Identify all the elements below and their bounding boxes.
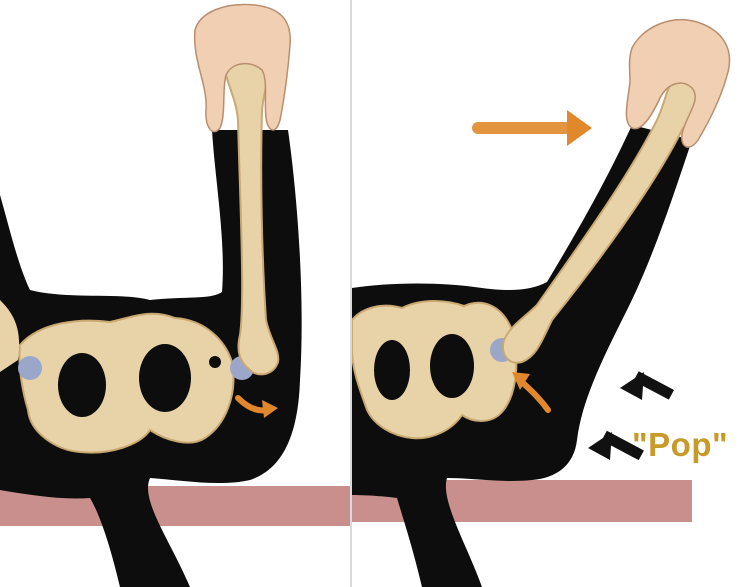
diagram-left-svg: [0, 0, 350, 587]
panel-after-reduction: "Pop": [352, 0, 754, 587]
pelvis-icon: [352, 301, 516, 438]
diagram-right-svg: [352, 0, 754, 587]
pop-label: "Pop": [632, 426, 728, 464]
motion-arrow-icon: [472, 110, 592, 146]
hip-joint-ball-left: [18, 356, 42, 380]
pop-arrow-icon: [620, 371, 674, 400]
panel-before-distraction: [0, 0, 350, 587]
